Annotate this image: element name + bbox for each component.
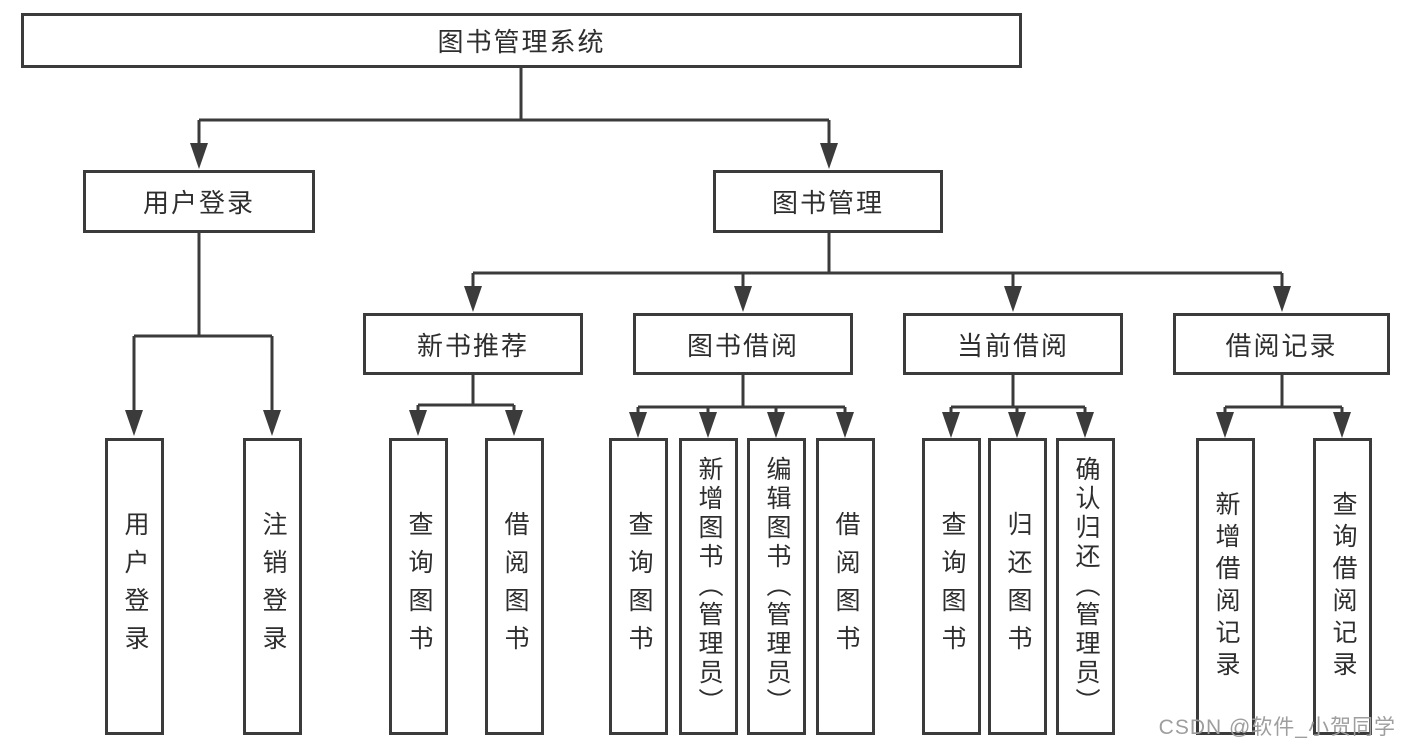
leaf-label: 用户登录 xyxy=(121,510,149,663)
leaf-label: 查询图书 xyxy=(938,510,966,663)
leaf-confirm-return-admin: 确认归还（管理员） xyxy=(1056,438,1115,735)
leaf-borrow-book-recommend: 借阅图书 xyxy=(485,438,544,735)
leaf-label: 确认归还（管理员） xyxy=(1072,456,1100,717)
node-label: 图书管理 xyxy=(771,188,884,218)
leaf-add-borrow-record: 新增借阅记录 xyxy=(1196,438,1255,735)
node-label: 图书管理系统 xyxy=(437,27,606,57)
node-label: 图书借阅 xyxy=(686,330,799,361)
csdn-watermark: CSDN @软件_小贺同学 xyxy=(1158,716,1396,739)
node-book-borrow: 图书借阅 xyxy=(633,313,853,375)
leaf-query-borrow-record: 查询借阅记录 xyxy=(1313,438,1372,735)
leaf-query-book-current: 查询图书 xyxy=(922,438,981,735)
node-book-management: 图书管理 xyxy=(713,170,943,233)
node-label: 新书推荐 xyxy=(416,330,529,361)
leaf-label: 查询借阅记录 xyxy=(1329,490,1357,683)
node-borrow-records: 借阅记录 xyxy=(1173,313,1390,375)
node-label: 借阅记录 xyxy=(1225,330,1338,361)
leaf-label: 注销登录 xyxy=(259,510,287,663)
leaf-label: 新增借阅记录 xyxy=(1212,490,1240,683)
leaf-label: 编辑图书（管理员） xyxy=(763,456,791,717)
node-new-book-recommend: 新书推荐 xyxy=(363,313,583,375)
leaf-return-book: 归还图书 xyxy=(988,438,1047,735)
leaf-logout: 注销登录 xyxy=(243,438,302,735)
leaf-label: 借阅图书 xyxy=(832,510,860,663)
leaf-edit-book-admin: 编辑图书（管理员） xyxy=(747,438,806,735)
node-current-borrow: 当前借阅 xyxy=(903,313,1123,375)
leaf-label: 新增图书（管理员） xyxy=(695,456,723,717)
leaf-query-book-borrow: 查询图书 xyxy=(609,438,668,735)
leaf-borrow-book: 借阅图书 xyxy=(816,438,875,735)
node-library-management-system: 图书管理系统 xyxy=(21,13,1022,68)
node-label: 用户登录 xyxy=(142,188,255,218)
arrowheads xyxy=(125,143,1351,438)
leaf-label: 归还图书 xyxy=(1004,510,1032,663)
leaf-label: 查询图书 xyxy=(405,510,433,663)
leaf-add-book-admin: 新增图书（管理员） xyxy=(679,438,738,735)
leaf-user-login: 用户登录 xyxy=(105,438,164,735)
node-user-login: 用户登录 xyxy=(83,170,315,233)
leaf-label: 借阅图书 xyxy=(501,510,529,663)
leaf-query-book-recommend: 查询图书 xyxy=(389,438,448,735)
leaf-label: 查询图书 xyxy=(625,510,653,663)
node-label: 当前借阅 xyxy=(956,330,1069,361)
